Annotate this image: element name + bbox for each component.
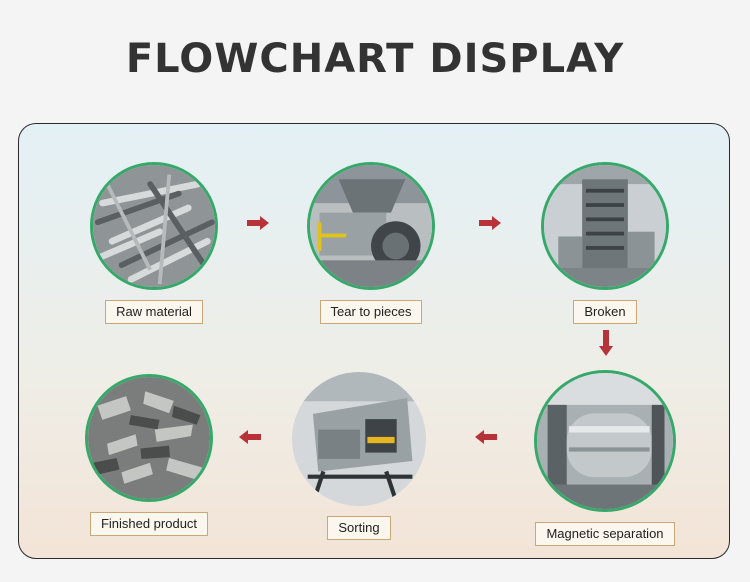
step-label: Broken bbox=[573, 300, 637, 324]
step-raw-material: Raw material bbox=[86, 162, 222, 324]
arrow-left-2 bbox=[239, 430, 261, 444]
step-label: Tear to pieces bbox=[319, 300, 423, 324]
step-magnetic-separation: Magnetic separation bbox=[534, 370, 676, 546]
scrap-metal-pile-image bbox=[90, 162, 218, 290]
arrow-right-2 bbox=[479, 216, 501, 230]
step-label: Sorting bbox=[327, 516, 391, 540]
vertical-crusher-image bbox=[541, 162, 669, 290]
sorting-machine-image bbox=[292, 372, 426, 506]
step-tear-to-pieces: Tear to pieces bbox=[303, 162, 439, 324]
metal-chips-image bbox=[85, 374, 213, 502]
arrow-left-1 bbox=[475, 430, 497, 444]
step-finished-product: Finished product bbox=[81, 374, 217, 536]
step-label: Finished product bbox=[89, 512, 209, 536]
step-sorting: Sorting bbox=[291, 372, 427, 540]
magnetic-separator-image bbox=[534, 370, 676, 512]
arrow-right-1 bbox=[247, 216, 269, 230]
step-label: Magnetic separation bbox=[535, 522, 675, 546]
flowchart-panel: Raw material Tear to pieces bbox=[18, 123, 730, 559]
arrow-down-1 bbox=[599, 330, 613, 356]
shredder-machine-image bbox=[307, 162, 435, 290]
page-title: FLOWCHART DISPLAY bbox=[125, 36, 625, 82]
step-label: Raw material bbox=[105, 300, 203, 324]
step-broken: Broken bbox=[537, 162, 673, 324]
